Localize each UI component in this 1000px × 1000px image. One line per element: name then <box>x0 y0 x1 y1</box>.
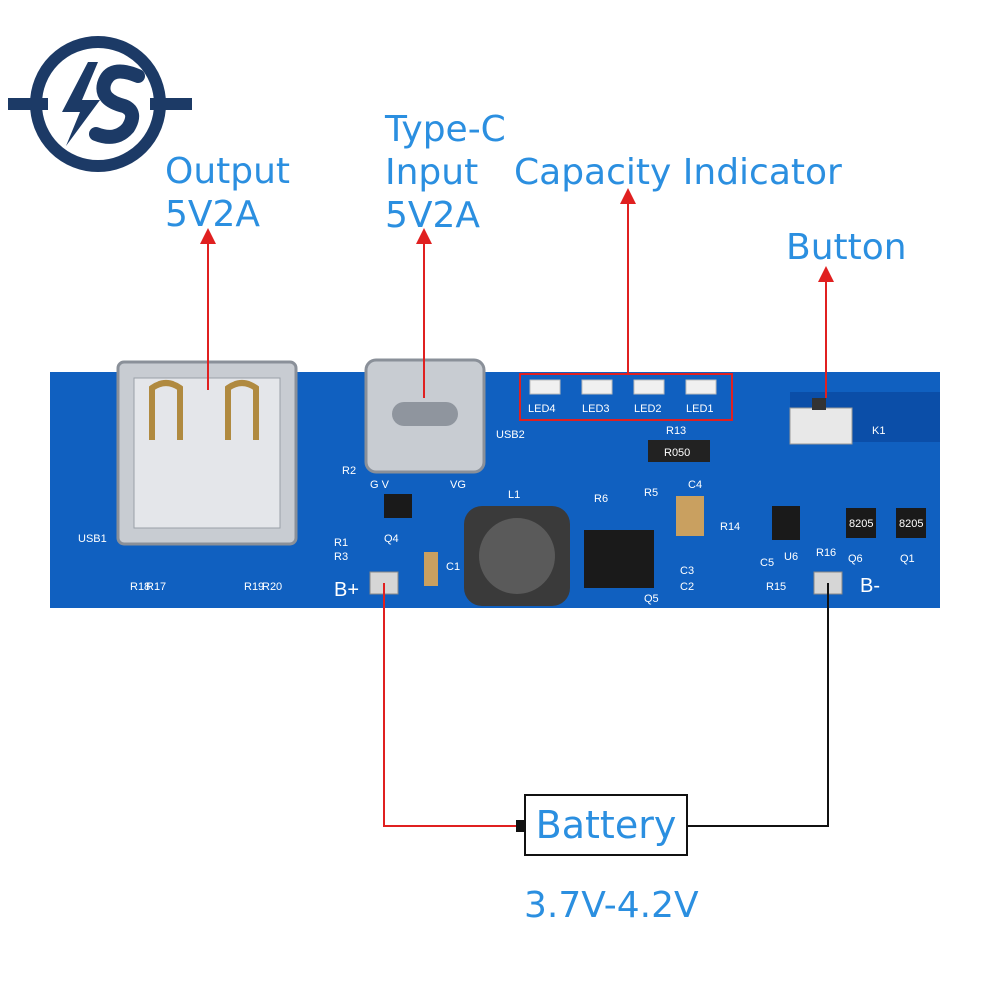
cap-c1 <box>424 552 438 586</box>
r14-silk: R14 <box>720 521 740 533</box>
r2-silk: R2 <box>342 465 356 477</box>
chip-8205-a-marking: 8205 <box>849 518 873 530</box>
u6-silk: U6 <box>784 551 798 563</box>
c4-silk: C4 <box>688 479 702 491</box>
capacity-label: Capacity Indicator <box>514 152 842 193</box>
led-1: LED1 <box>685 379 717 415</box>
logo-bolt-icon <box>62 62 100 146</box>
positive-wire-tip <box>516 820 524 832</box>
led1-silk: LED1 <box>686 403 714 415</box>
ic-chip <box>584 530 654 588</box>
inductor-core <box>479 518 555 594</box>
r16-silk: R16 <box>816 547 836 559</box>
input-label-line3: 5V2A <box>385 195 481 237</box>
c5-silk: C5 <box>760 557 774 569</box>
output-label: Output 5V2A <box>165 150 290 236</box>
logo-s-icon <box>89 64 145 144</box>
q6-silk: Q6 <box>848 553 863 565</box>
led-2: LED2 <box>633 379 665 415</box>
chip-8205-b-marking: 8205 <box>899 518 923 530</box>
r20-silk: R20 <box>262 581 282 593</box>
q4-silk: Q4 <box>384 533 399 545</box>
c3-silk: C3 <box>680 565 694 577</box>
r3-silk: R3 <box>334 551 348 563</box>
positive-wire <box>383 583 524 827</box>
battery-box: Battery <box>524 794 688 856</box>
logo-bar-left <box>8 98 48 110</box>
input-label: Type-C Input 5V2A <box>385 108 506 238</box>
gv-silk: G V <box>370 479 390 491</box>
chip-8205-a <box>846 508 876 538</box>
push-button-actuator <box>812 398 826 410</box>
input-label-line1: Type-C <box>385 109 506 150</box>
battery-voltage: 3.7V-4.2V <box>524 885 699 926</box>
q1-silk: Q1 <box>900 553 915 565</box>
logo-bar-right <box>150 98 192 110</box>
r15-silk: R15 <box>766 581 786 593</box>
c1-silk: C1 <box>446 561 460 573</box>
usb2-silk: USB2 <box>496 429 525 441</box>
output-label-line1: Output <box>165 151 291 192</box>
k1-silk: K1 <box>872 425 885 437</box>
q5-silk: Q5 <box>644 593 659 605</box>
r050-marking: R050 <box>664 447 690 459</box>
r17-silk: R17 <box>146 581 166 593</box>
usb-a-contact-left <box>149 380 183 440</box>
r13-silk: R13 <box>666 425 686 437</box>
r1-silk: R1 <box>334 537 348 549</box>
cap-c4 <box>676 496 704 536</box>
led3-silk: LED3 <box>582 403 610 415</box>
transistor-q4 <box>384 494 412 518</box>
led2-silk: LED2 <box>634 403 662 415</box>
battery-label: Battery <box>535 803 677 847</box>
chip-8205-b <box>896 508 926 538</box>
c2-silk: C2 <box>680 581 694 593</box>
r6-silk: R6 <box>594 493 608 505</box>
button-label: Button <box>786 227 907 268</box>
led4-silk: LED4 <box>528 403 556 415</box>
led-4: LED4 <box>528 379 561 415</box>
r13-resistor <box>648 440 710 462</box>
brand-logo <box>8 36 192 172</box>
input-label-line2: Input <box>385 152 479 194</box>
led-group-box <box>519 373 733 421</box>
push-button <box>789 407 853 445</box>
usb-a-contact-right <box>225 380 259 440</box>
chip-u6 <box>772 506 800 540</box>
led-3: LED3 <box>581 379 613 415</box>
l1-silk: L1 <box>508 489 520 501</box>
r5-silk: R5 <box>644 487 658 499</box>
b-minus-silk: B- <box>860 575 880 597</box>
b-plus-silk: B+ <box>334 579 359 601</box>
vg-silk: VG <box>450 479 466 491</box>
usb1-silk: USB1 <box>78 533 107 545</box>
r19-silk: R19 <box>244 581 264 593</box>
usb-c-opening <box>392 402 458 426</box>
negative-wire <box>688 583 829 827</box>
r18-silk: R18 <box>130 581 150 593</box>
